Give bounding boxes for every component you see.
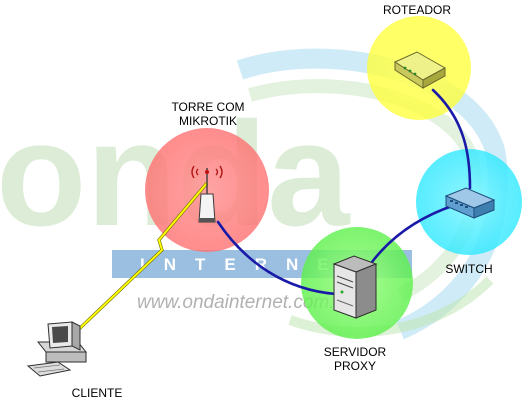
router-icon xyxy=(393,51,447,89)
torre-label-line-2: MIKROTIK xyxy=(178,114,237,128)
cliente-label: CLIENTE xyxy=(52,386,142,400)
servidor-label: SERVIDOR PROXY xyxy=(305,345,405,373)
wireless-link xyxy=(76,181,209,332)
torre-label-line-1: TORRE COM xyxy=(171,100,245,114)
antenna-tower-icon xyxy=(191,165,223,223)
server-icon xyxy=(332,255,378,319)
roteador-label: ROTEADOR xyxy=(369,3,465,17)
roteador-label-line-1: ROTEADOR xyxy=(382,3,451,17)
switch-label: SWITCH xyxy=(424,262,514,276)
cliente-label-line-1: CLIENTE xyxy=(71,386,123,400)
desktop-computer-icon xyxy=(26,321,88,377)
switch-label-line-1: SWITCH xyxy=(445,262,493,276)
cable-switch-servidor xyxy=(370,203,457,264)
cable-roteador-switch xyxy=(431,88,472,190)
servidor-label-line-1: SERVIDOR xyxy=(323,345,387,359)
network-switch-icon xyxy=(444,187,496,219)
watermark-url: www.ondainternet.com.br xyxy=(137,292,352,313)
cables xyxy=(216,88,472,296)
cable-servidor-torre xyxy=(216,220,338,296)
torre-label: TORRE COM MIKROTIK xyxy=(158,100,258,128)
servidor-label-line-2: PROXY xyxy=(333,359,376,373)
